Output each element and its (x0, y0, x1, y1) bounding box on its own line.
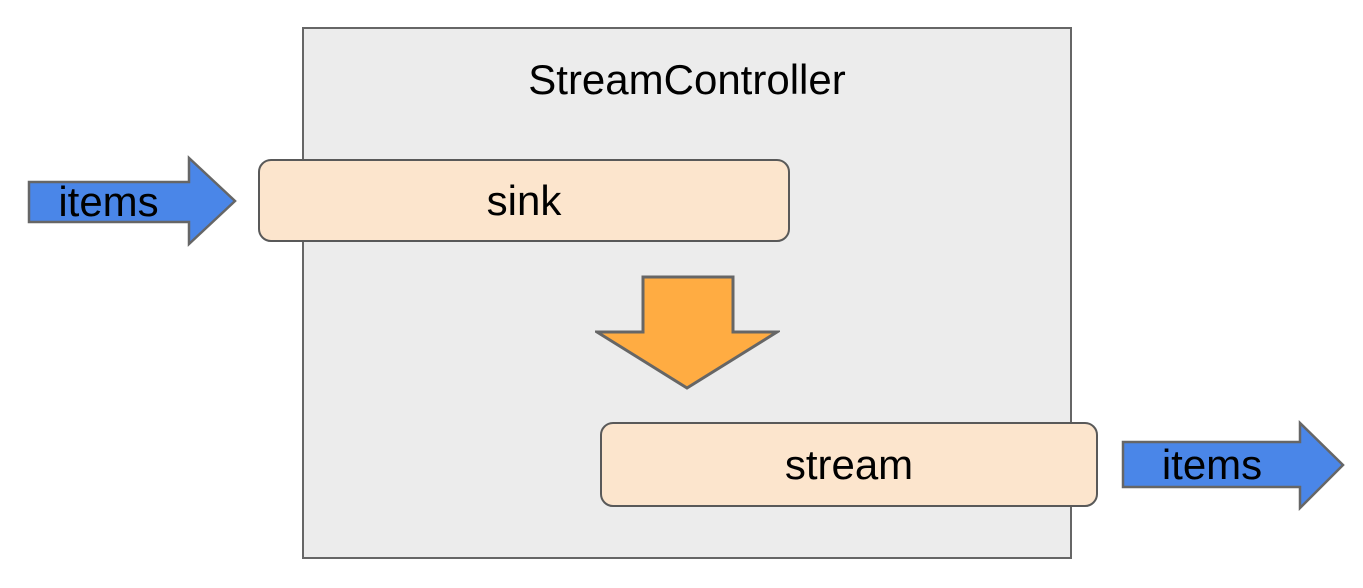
sink-to-stream-arrow-icon (595, 275, 780, 390)
input-arrow-label: items (58, 178, 159, 225)
sink-node-label: sink (486, 176, 562, 224)
stream-node-label: stream (784, 440, 914, 488)
output-arrow-shape (1121, 420, 1345, 512)
sink-to-stream-arrow-shape (595, 275, 780, 390)
stream-controller-title: StreamController (528, 56, 846, 103)
output-arrow-icon (1121, 420, 1345, 512)
input-arrow-shape (27, 155, 237, 247)
input-arrow-icon (27, 155, 237, 247)
stream-node: stream (600, 422, 1098, 507)
sink-node: sink (258, 159, 790, 242)
output-arrow-label: items (1161, 440, 1263, 488)
